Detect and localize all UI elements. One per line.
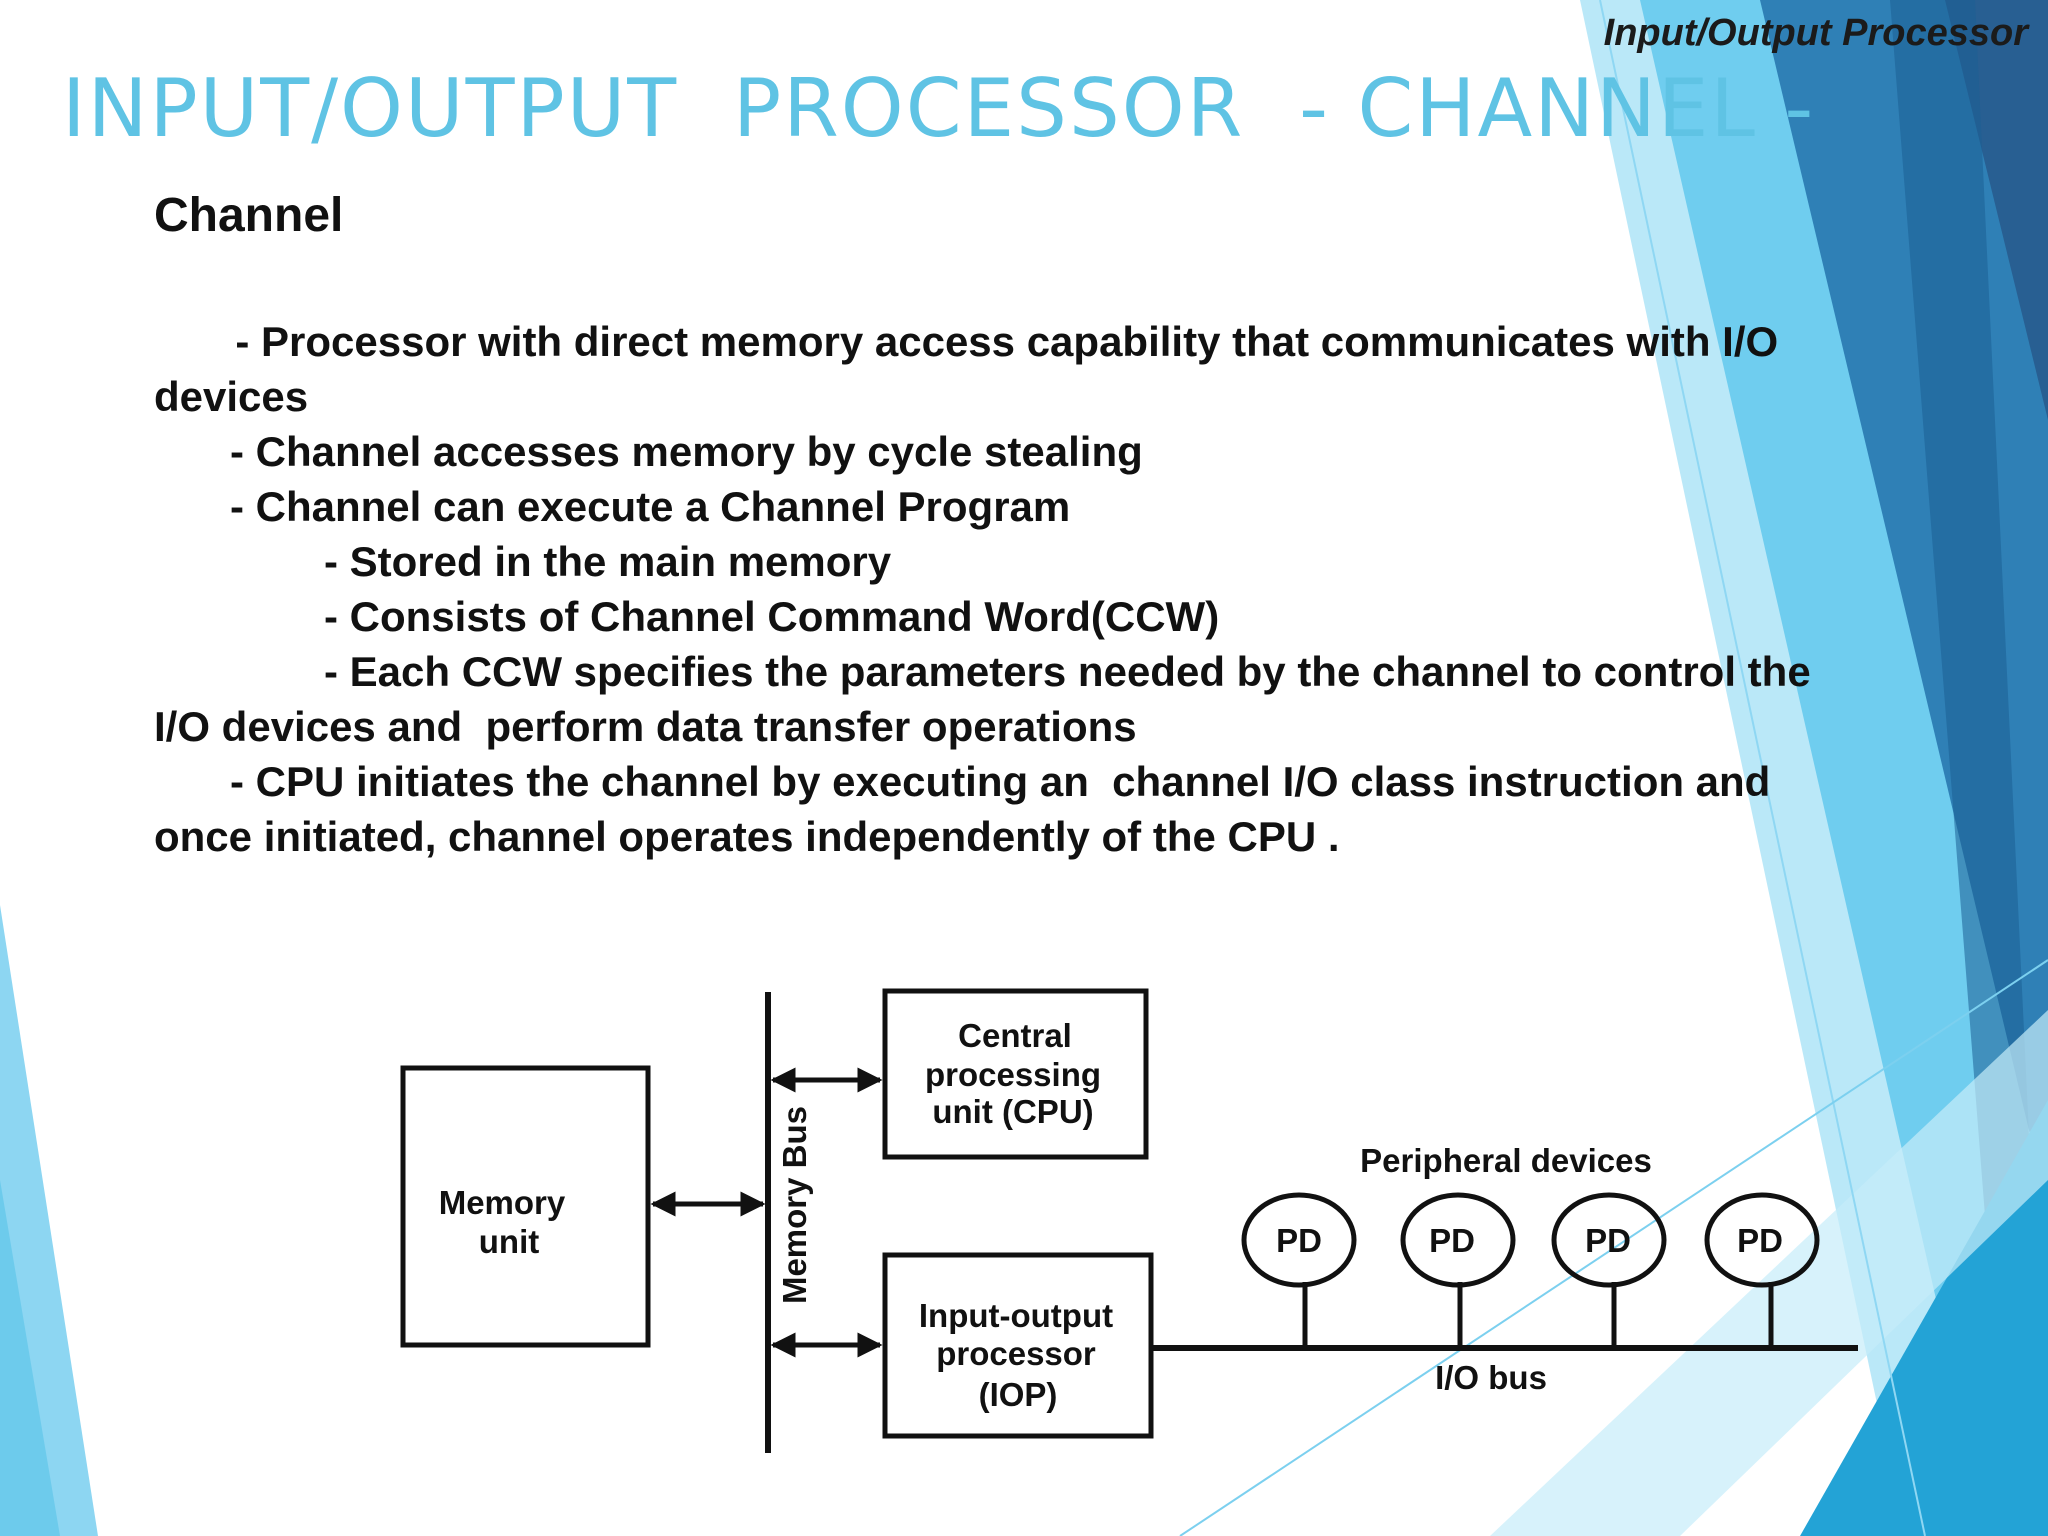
memory-unit-label: Memory (439, 1184, 566, 1221)
pd-label: PD (1276, 1222, 1322, 1259)
slide-title: INPUT/OUTPUT PROCESSOR - CHANNEL - (62, 62, 1816, 155)
cpu-label: unit (CPU) (932, 1093, 1093, 1130)
io-bus-label: I/O bus (1435, 1359, 1547, 1396)
pd-label: PD (1585, 1222, 1631, 1259)
pd-circle (1551, 1192, 1667, 1288)
memory-bus-label: Memory Bus (776, 1106, 813, 1304)
text-line: - Stored in the main memory (324, 538, 892, 585)
text-line: once initiated, channel operates indepen… (154, 813, 1340, 860)
cpu-label: processing (925, 1056, 1101, 1093)
text-line: - Consists of Channel Command Word(CCW) (324, 593, 1220, 640)
pd-label: PD (1429, 1222, 1475, 1259)
memory-unit-box (400, 1065, 651, 1348)
text-line: - Processor with direct memory access ca… (212, 318, 1779, 365)
pd-circle (1241, 1192, 1357, 1288)
cpu-box (882, 988, 1149, 1160)
pd-circle (1400, 1192, 1516, 1288)
section-heading: Channel (154, 189, 344, 242)
iop-label: Input-output (919, 1297, 1113, 1334)
pd-circle (1704, 1192, 1820, 1288)
peripheral-devices-label: Peripheral devices (1360, 1142, 1652, 1179)
text-line: I/O devices and perform data transfer op… (154, 703, 1137, 750)
body-text: - Processor with direct memory access ca… (154, 314, 1994, 864)
cpu-label: Central (958, 1017, 1072, 1054)
text-line: - Channel can execute a Channel Program (230, 483, 1071, 530)
iop-label: processor (936, 1335, 1096, 1372)
iop-label: (IOP) (979, 1376, 1058, 1413)
text-line: devices (154, 373, 309, 420)
text-line: - Channel accesses memory by cycle steal… (230, 428, 1143, 475)
corner-section-label: Input/Output Processor (1603, 12, 2028, 54)
text-line: - CPU initiates the channel by executing… (230, 758, 1771, 805)
pd-label: PD (1737, 1222, 1783, 1259)
text-line: - Each CCW specifies the parameters need… (324, 648, 1811, 695)
memory-unit-label: unit (479, 1223, 539, 1260)
